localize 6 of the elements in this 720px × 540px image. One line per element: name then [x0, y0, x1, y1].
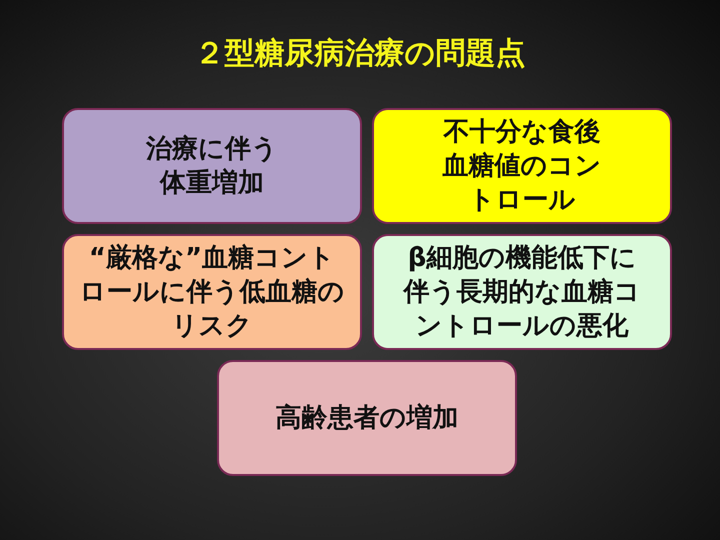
problem-box: “厳格な”血糖コントロールに伴う低血糖のリスク	[62, 234, 362, 350]
problem-box: 不十分な食後血糖値のコントロール	[372, 108, 672, 224]
problem-box: 高齢患者の増加	[217, 360, 517, 476]
problem-box: β細胞の機能低下に伴う長期的な血糖コントロールの悪化	[372, 234, 672, 350]
problem-box: 治療に伴う体重増加	[62, 108, 362, 224]
title: ２型糖尿病治療の問題点	[194, 35, 526, 73]
